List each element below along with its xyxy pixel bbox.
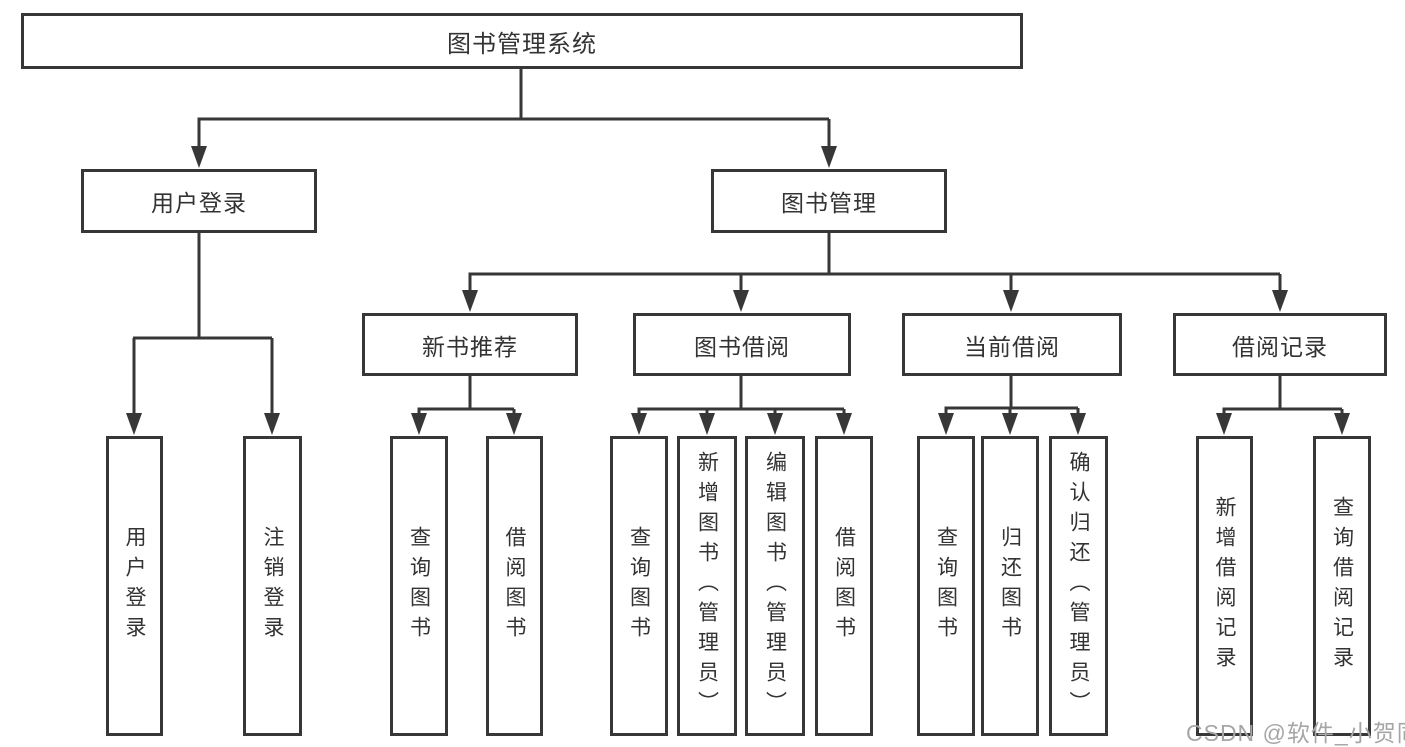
node-label: 新书推荐	[422, 333, 518, 360]
leaf-user-login: 用户登录	[106, 436, 163, 736]
leaf-query-books-borrowing: 查询图书	[610, 436, 668, 736]
connector-borrowing-to-leaves	[631, 376, 852, 435]
node-book-management: 图书管理	[711, 169, 947, 233]
node-label: 查询图书	[934, 526, 958, 646]
node-book-borrowing: 图书借阅	[633, 313, 851, 376]
node-label: 查询图书	[627, 526, 651, 646]
connector-book-management-to-level3	[462, 232, 1288, 312]
node-library-management-system: 图书管理系统	[21, 13, 1023, 69]
node-label: 图书管理系统	[447, 30, 597, 58]
leaf-add-book-admin: 新增图书（管理员）	[677, 436, 737, 736]
leaf-query-books-current: 查询图书	[917, 436, 975, 736]
node-label: 图书借阅	[694, 333, 790, 360]
node-label: 查询借阅记录	[1330, 496, 1354, 676]
leaf-query-borrow-record: 查询借阅记录	[1313, 436, 1371, 736]
node-label: 用户登录	[123, 526, 146, 646]
csdn-watermark: CSDN @软件_小贺同学	[1186, 720, 1405, 746]
node-label: 借阅记录	[1232, 333, 1328, 360]
node-label: 归还图书	[998, 526, 1022, 646]
connector-user-login-to-leaves	[126, 232, 280, 435]
node-user-login: 用户登录	[81, 169, 317, 233]
node-new-book-recommendation: 新书推荐	[362, 313, 578, 376]
leaf-borrow-books-borrowing: 借阅图书	[815, 436, 873, 736]
node-borrowing-records: 借阅记录	[1173, 313, 1387, 376]
node-label: 用户登录	[151, 190, 247, 216]
connector-root-to-level2	[191, 69, 837, 168]
node-label: 当前借阅	[964, 333, 1060, 360]
leaf-add-borrow-record: 新增借阅记录	[1196, 436, 1253, 736]
connector-records-to-leaves	[1216, 376, 1350, 435]
node-label: 新增图书（管理员）	[695, 451, 719, 721]
node-label: 新增借阅记录	[1213, 496, 1236, 676]
node-label: 确认归还（管理员）	[1067, 451, 1090, 721]
connector-current-to-leaves	[938, 376, 1086, 435]
leaf-logout: 注销登录	[243, 436, 302, 736]
leaf-query-books-recommend: 查询图书	[390, 436, 448, 736]
node-label: 借阅图书	[832, 526, 856, 646]
node-label: 查询图书	[407, 526, 431, 646]
node-label: 图书管理	[781, 190, 877, 216]
node-label: 借阅图书	[503, 526, 526, 646]
leaf-confirm-return-admin: 确认归还（管理员）	[1049, 436, 1108, 736]
node-current-borrowing: 当前借阅	[902, 313, 1122, 376]
connector-recommend-to-leaves	[411, 376, 522, 435]
node-label: 注销登录	[261, 526, 284, 646]
leaf-borrow-books-recommend: 借阅图书	[486, 436, 543, 736]
node-label: 编辑图书（管理员）	[763, 451, 787, 721]
leaf-return-books: 归还图书	[981, 436, 1039, 736]
leaf-edit-book-admin: 编辑图书（管理员）	[745, 436, 805, 736]
